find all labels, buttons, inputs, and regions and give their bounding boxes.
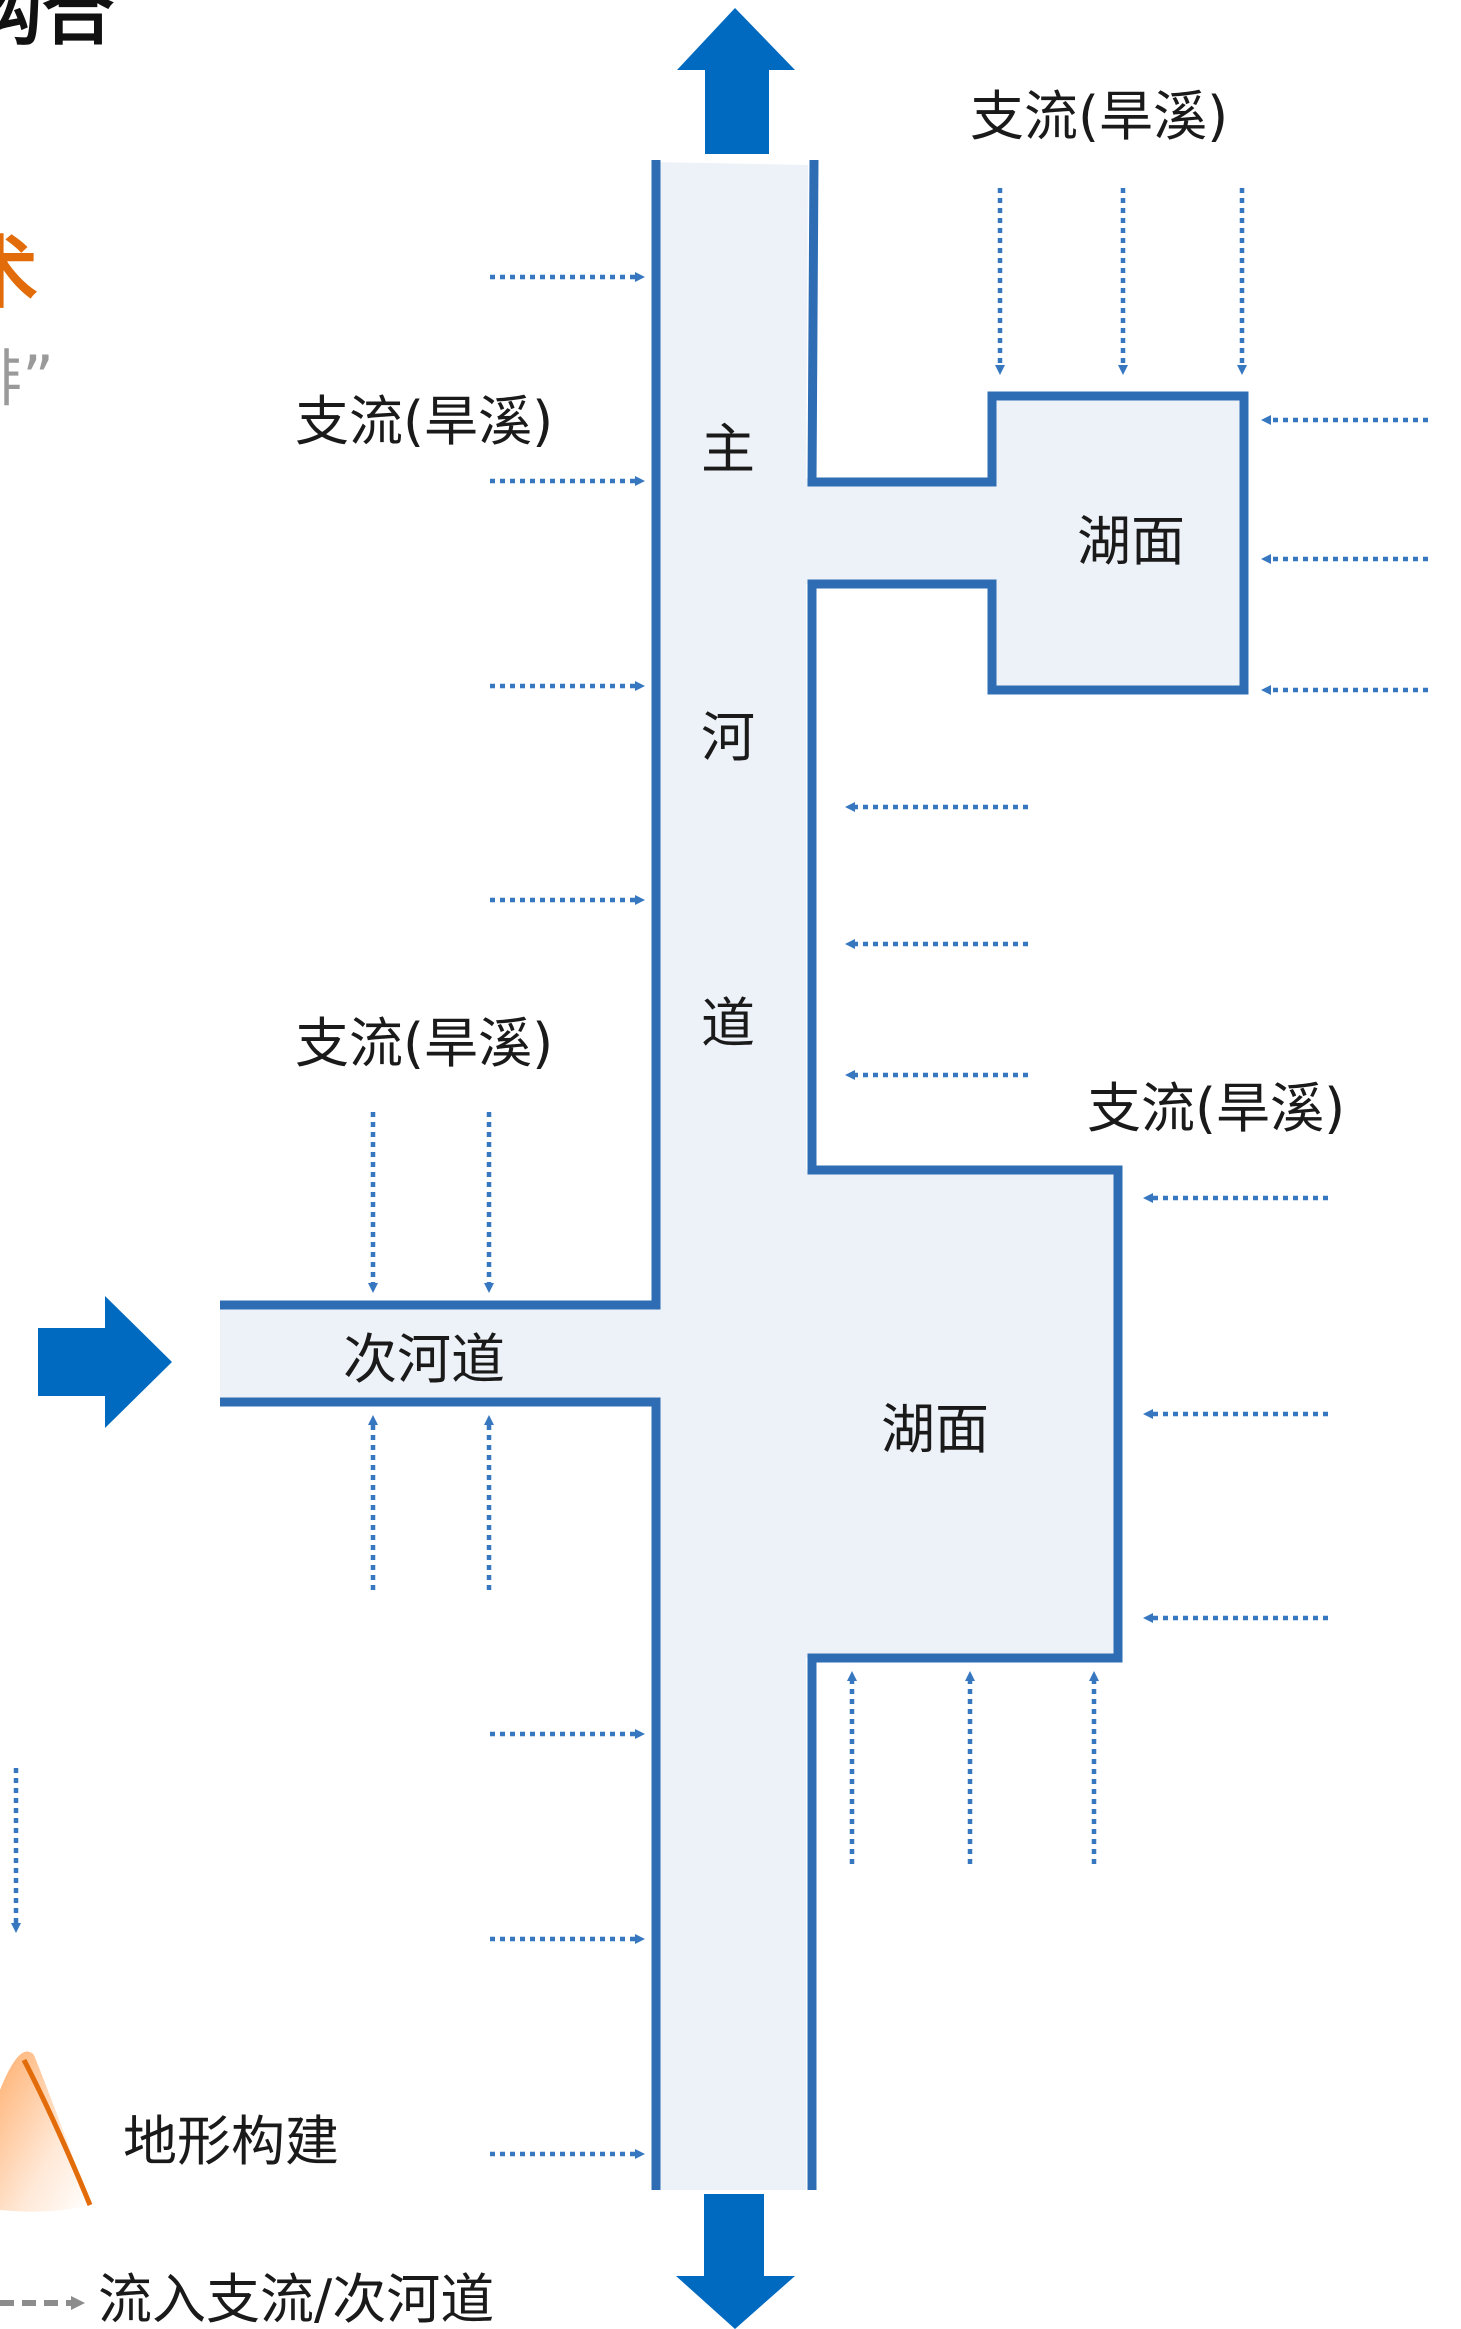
- header-fragment-gray: 排”: [0, 342, 54, 415]
- main-channel-char-2: 河: [701, 706, 755, 769]
- header-fragment-title: 构合: [0, 0, 114, 55]
- legend-terrain-swatch: [0, 2051, 90, 2212]
- header-fragment-orange: 术: [0, 229, 38, 319]
- main-channel-left-upper-bank: [220, 160, 661, 1310]
- legend: 地形构建 流入支流/次河道: [0, 2051, 494, 2329]
- legend-terrain-label: 地形构建: [123, 2110, 339, 2173]
- tributary-label-top-right: 支流(旱溪): [970, 85, 1228, 148]
- main-channel-char-3: 道: [701, 992, 755, 1055]
- inflow-arrow-left: [38, 1296, 172, 1428]
- tributary-label-lower-left: 支流(旱溪): [295, 1012, 553, 1075]
- lake-label-upper: 湖面: [1077, 510, 1185, 573]
- legend-inflow-label: 流入支流/次河道: [98, 2268, 494, 2329]
- legend-terrain-swatch-edge: [21, 2058, 93, 2206]
- channel-outlines: [220, 159, 1249, 2190]
- secondary-channel-area: [220, 1305, 656, 1402]
- outflow-arrow-top: [677, 8, 795, 154]
- main-channel-char-1: 主: [701, 418, 755, 481]
- diagram-labels: 支流(旱溪) 支流(旱溪) 支流(旱溪) 支流(旱溪) 主 河 道 湖面 湖面 …: [295, 85, 1345, 1461]
- tributary-label-right: 支流(旱溪): [1087, 1077, 1345, 1140]
- secondary-channel-label: 次河道: [343, 1328, 505, 1391]
- outflow-arrow-bottom: [676, 2194, 795, 2329]
- upper-lake-outline-top: [807, 159, 1249, 2190]
- lake-label-lower: 湖面: [881, 1398, 989, 1461]
- inflow-markers: [11, 188, 1428, 2159]
- main-channel-left-lower-bank: [220, 1397, 661, 2190]
- flow-arrows: [38, 8, 795, 2329]
- water-body: [220, 162, 1240, 2190]
- upper-water-area: [652, 162, 1240, 2190]
- tributary-label-upper-left: 支流(旱溪): [295, 390, 553, 453]
